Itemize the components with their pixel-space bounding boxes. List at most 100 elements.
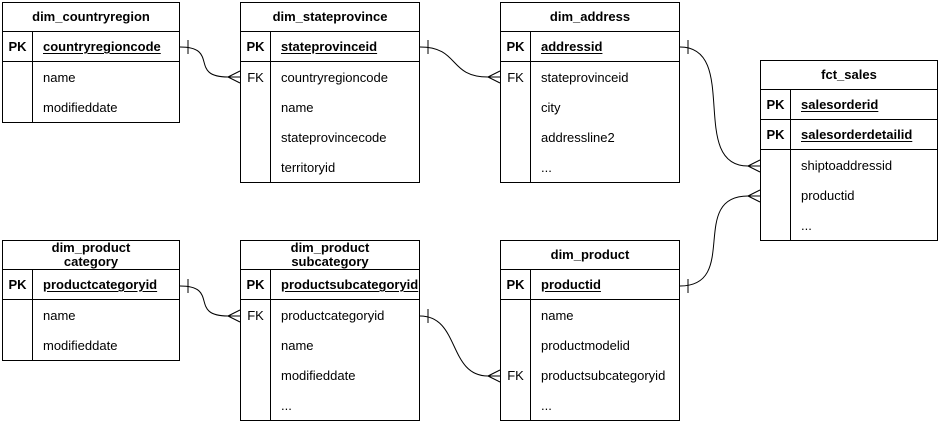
entity-title: dim_countryregion: [3, 3, 179, 32]
key-label: [3, 300, 33, 330]
field-row-productid[interactable]: productid: [761, 180, 937, 210]
pk-label: PK: [761, 120, 791, 149]
field-row-addressline2[interactable]: addressline2: [501, 122, 679, 152]
relationship-product-fctsales[interactable]: [679, 189, 761, 293]
field-row-addressid[interactable]: PK addressid: [501, 32, 679, 62]
field-name: productsubcategoryid: [281, 277, 419, 292]
key-label: [241, 360, 271, 390]
fk-label: FK: [241, 62, 271, 92]
connector-wire[interactable]: [179, 285, 229, 317]
relationship-stateprovince-address[interactable]: [419, 40, 501, 84]
field-name: name: [541, 307, 574, 323]
relationship-subcategory-product[interactable]: [419, 309, 501, 383]
entity-dim-countryregion[interactable]: dim_countryregion PK countryregioncode n…: [2, 2, 180, 123]
field-row-productid[interactable]: PK productid: [501, 270, 679, 300]
field-name: ...: [541, 397, 552, 413]
pk-label: PK: [241, 270, 271, 299]
relationship-address-fctsales[interactable]: [679, 40, 761, 173]
field-name: modifieddate: [43, 337, 118, 353]
key-label: [501, 330, 531, 360]
field-name: productcategoryid: [281, 307, 385, 323]
entity-fct-sales[interactable]: fct_sales PK salesorderid PK salesorderd…: [760, 60, 938, 241]
pk-label: PK: [3, 270, 33, 299]
pk-label: PK: [501, 270, 531, 299]
field-row-modifieddate[interactable]: modifieddate: [3, 330, 179, 360]
field-row-ellipsis[interactable]: ...: [501, 390, 679, 420]
field-name: name: [43, 69, 76, 85]
connector-wire[interactable]: [179, 46, 229, 78]
field-row-modifieddate[interactable]: modifieddate: [3, 92, 179, 122]
entity-dim-productcategory[interactable]: dim_product category PK productcategoryi…: [2, 240, 180, 361]
key-label: [501, 390, 531, 420]
field-row-stateprovinceid[interactable]: PK stateprovinceid: [241, 32, 419, 62]
entity-title: dim_stateprovince: [241, 3, 419, 32]
field-row-ellipsis[interactable]: ...: [761, 210, 937, 240]
connector-wire[interactable]: [419, 46, 489, 78]
relationship-category-subcategory[interactable]: [179, 279, 241, 323]
key-label: [241, 152, 271, 182]
key-label: [501, 152, 531, 182]
field-row-productcategoryid[interactable]: FK productcategoryid: [241, 300, 419, 330]
field-name: productcategoryid: [43, 277, 158, 292]
field-row-productsubcategoryid[interactable]: PK productsubcategoryid: [241, 270, 419, 300]
field-row-salesorderid[interactable]: PK salesorderid: [761, 90, 937, 120]
field-row-countryregioncode[interactable]: FK countryregioncode: [241, 62, 419, 92]
pk-label: PK: [241, 32, 271, 61]
fk-label: FK: [241, 300, 271, 330]
fk-label: FK: [501, 360, 531, 390]
field-row-productmodelid[interactable]: productmodelid: [501, 330, 679, 360]
field-name: productid: [541, 277, 601, 292]
entity-dim-stateprovince[interactable]: dim_stateprovince PK stateprovinceid FK …: [240, 2, 420, 183]
field-row-name[interactable]: name: [3, 62, 179, 92]
field-row-territoryid[interactable]: territoryid: [241, 152, 419, 182]
field-row-stateprovinceid[interactable]: FK stateprovinceid: [501, 62, 679, 92]
field-row-stateprovincecode[interactable]: stateprovincecode: [241, 122, 419, 152]
field-name: modifieddate: [43, 99, 118, 115]
crowsfoot-many: [747, 159, 761, 173]
key-label: [761, 210, 791, 240]
entity-dim-productsubcategory[interactable]: dim_product subcategory PK productsubcat…: [240, 240, 420, 421]
key-label: [3, 330, 33, 360]
field-name: addressline2: [541, 129, 615, 145]
entity-title: dim_product subcategory: [241, 241, 419, 270]
field-row-ellipsis[interactable]: ...: [501, 152, 679, 182]
field-row-name[interactable]: name: [241, 330, 419, 360]
key-label: [241, 330, 271, 360]
key-label: [501, 92, 531, 122]
relationship-countryregion-stateprovince[interactable]: [179, 40, 241, 84]
field-name: salesorderdetailid: [801, 127, 913, 142]
entity-dim-address[interactable]: dim_address PK addressid FK stateprovinc…: [500, 2, 680, 183]
field-row-name[interactable]: name: [3, 300, 179, 330]
connector-wire[interactable]: [679, 46, 749, 167]
field-name: ...: [541, 159, 552, 175]
fk-label: FK: [501, 62, 531, 92]
field-row-productcategoryid[interactable]: PK productcategoryid: [3, 270, 179, 300]
entity-dim-product[interactable]: dim_product PK productid name productmod…: [500, 240, 680, 421]
pk-label: PK: [501, 32, 531, 61]
pk-label: PK: [761, 90, 791, 119]
field-name: salesorderid: [801, 97, 879, 112]
key-label: [3, 62, 33, 92]
field-row-salesorderdetailid[interactable]: PK salesorderdetailid: [761, 120, 937, 150]
field-row-name[interactable]: name: [241, 92, 419, 122]
key-label: [761, 150, 791, 180]
pk-label: PK: [3, 32, 33, 61]
field-row-countryregioncode[interactable]: PK countryregioncode: [3, 32, 179, 62]
connector-wire[interactable]: [419, 315, 489, 377]
field-name: modifieddate: [281, 367, 356, 383]
field-row-city[interactable]: city: [501, 92, 679, 122]
key-label: [501, 122, 531, 152]
field-name: ...: [801, 217, 812, 233]
field-row-modifieddate[interactable]: modifieddate: [241, 360, 419, 390]
crowsfoot-many: [227, 70, 241, 84]
field-row-productsubcategoryid[interactable]: FK productsubcategoryid: [501, 360, 679, 390]
field-row-shiptoaddressid[interactable]: shiptoaddressid: [761, 150, 937, 180]
field-row-ellipsis[interactable]: ...: [241, 390, 419, 420]
field-name: city: [541, 99, 561, 115]
connector-wire[interactable]: [679, 195, 749, 287]
field-row-name[interactable]: name: [501, 300, 679, 330]
field-name: productmodelid: [541, 337, 630, 353]
field-name: stateprovinceid: [281, 39, 378, 54]
field-name: name: [43, 307, 76, 323]
